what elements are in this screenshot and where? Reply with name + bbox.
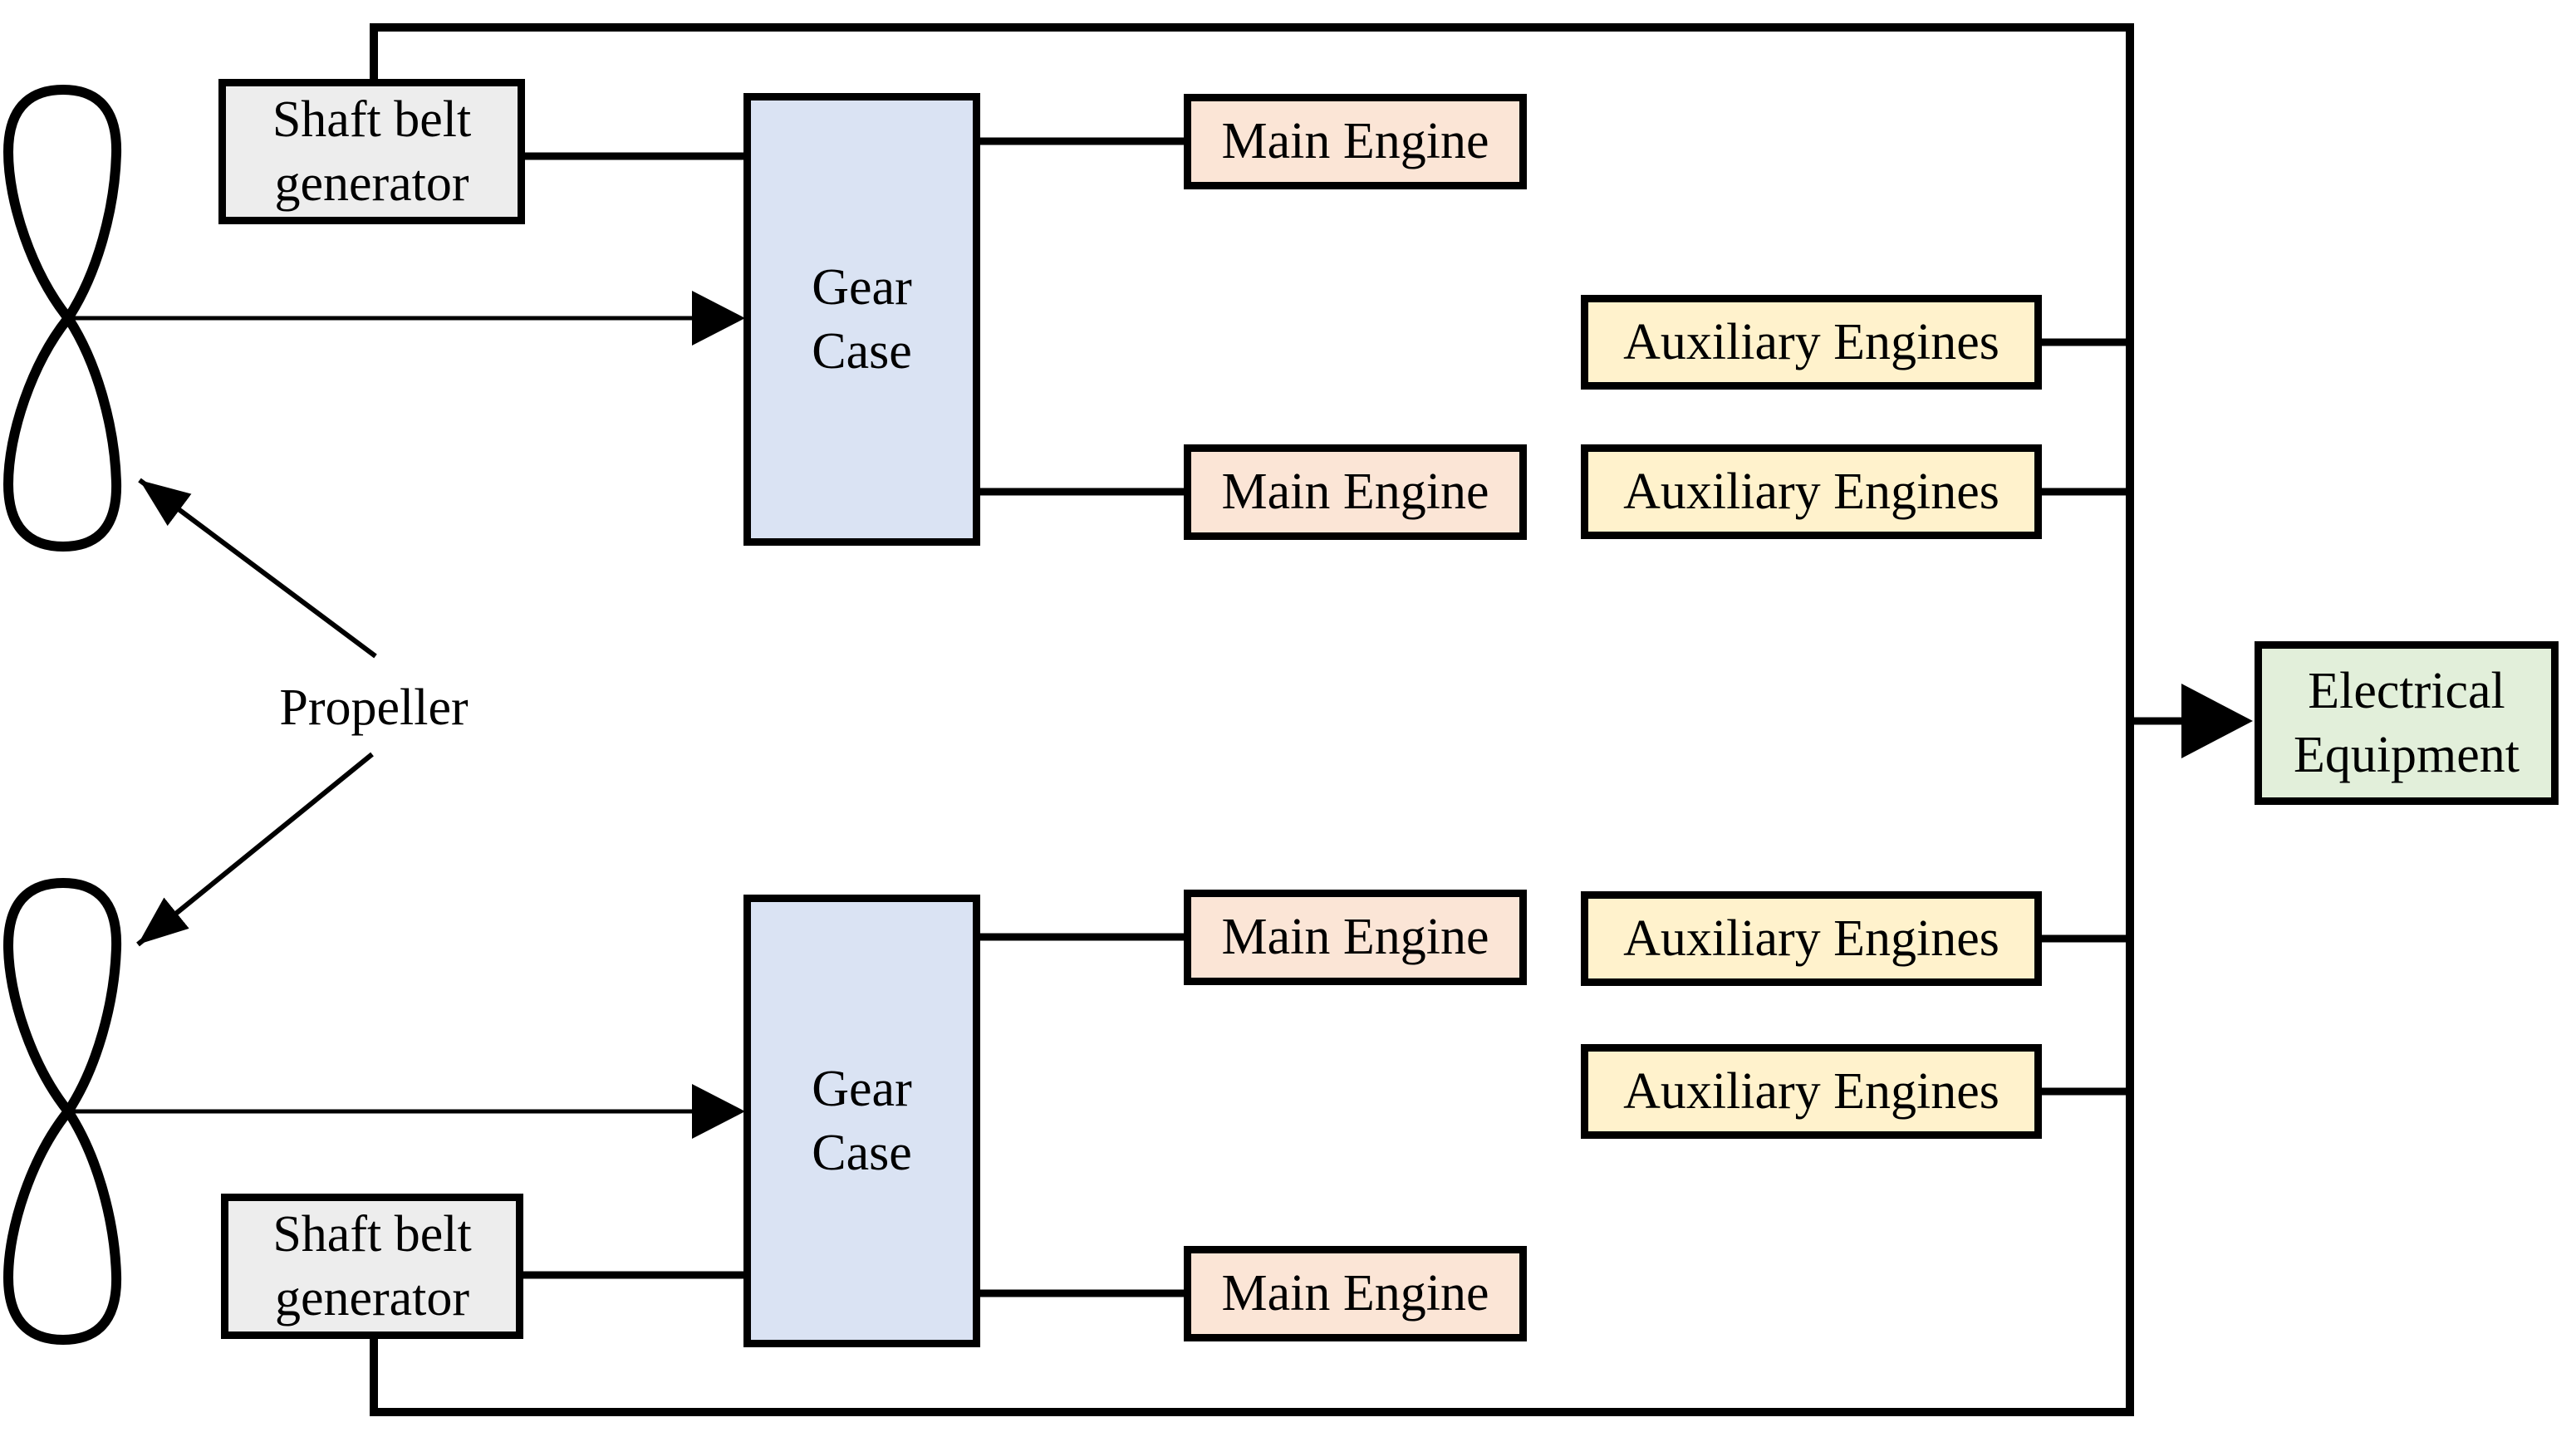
auxiliary-engines-2-box: Auxiliary Engines: [1581, 444, 2042, 539]
main-engine-2-label: Main Engine: [1221, 463, 1489, 521]
auxiliary-engines-1-label: Auxiliary Engines: [1623, 313, 1999, 370]
auxiliary-engines-3-box: Auxiliary Engines: [1581, 891, 2042, 986]
auxiliary-engines-3-label: Auxiliary Engines: [1623, 910, 1999, 967]
shaft-bottom-arrowhead-icon: [692, 1084, 745, 1139]
main-engine-3-label: Main Engine: [1221, 909, 1489, 966]
shaft-belt-generator-top-label-line2: generator: [274, 154, 469, 212]
propeller-top-icon: [3, 85, 122, 552]
label-arrow-to-bottom-propeller: [136, 752, 374, 947]
electrical-equipment-label-line2: Equipment: [2293, 726, 2520, 783]
gear-case-top-label-line1: Gear: [812, 258, 912, 316]
main-engine-4-box: Main Engine: [1184, 1246, 1527, 1341]
shaft-belt-generator-top-box: Shaft belt generator: [218, 79, 525, 224]
main-engine-2-box: Main Engine: [1184, 444, 1527, 540]
auxiliary-engines-4-label: Auxiliary Engines: [1623, 1062, 1999, 1120]
shaft-top-arrowhead-icon: [692, 291, 745, 346]
auxiliary-engines-2-label: Auxiliary Engines: [1623, 463, 1999, 520]
gear-case-bottom-label-line1: Gear: [812, 1060, 912, 1117]
shaft-belt-generator-bottom-label-line1: Shaft belt: [272, 1205, 472, 1263]
gear-case-top-label-line2: Case: [812, 322, 912, 380]
electrical-equipment-box: Electrical Equipment: [2255, 641, 2559, 805]
gear-case-top-box: Gear Case: [743, 93, 980, 546]
main-engine-4-label: Main Engine: [1221, 1265, 1489, 1322]
auxiliary-engines-4-box: Auxiliary Engines: [1581, 1044, 2042, 1139]
electrical-arrowhead-icon: [2181, 684, 2253, 758]
electrical-equipment-label-line1: Electrical: [2308, 662, 2505, 719]
shaft-belt-generator-bottom-label-line2: generator: [274, 1269, 470, 1327]
label-arrow-to-top-propeller: [138, 478, 377, 659]
auxiliary-engines-1-box: Auxiliary Engines: [1581, 295, 2042, 390]
main-engine-1-label: Main Engine: [1221, 113, 1489, 170]
main-engine-3-box: Main Engine: [1184, 890, 1527, 985]
main-engine-1-box: Main Engine: [1184, 94, 1527, 189]
propeller-label: Propeller: [279, 679, 469, 736]
shaft-belt-generator-top-label-line1: Shaft belt: [272, 91, 472, 148]
power-bus-loop: [370, 23, 2134, 1416]
shaft-belt-generator-bottom-box: Shaft belt generator: [221, 1194, 523, 1339]
propeller-bottom-icon: [3, 878, 122, 1345]
gear-case-bottom-box: Gear Case: [743, 895, 980, 1347]
gear-case-bottom-label-line2: Case: [812, 1124, 912, 1181]
